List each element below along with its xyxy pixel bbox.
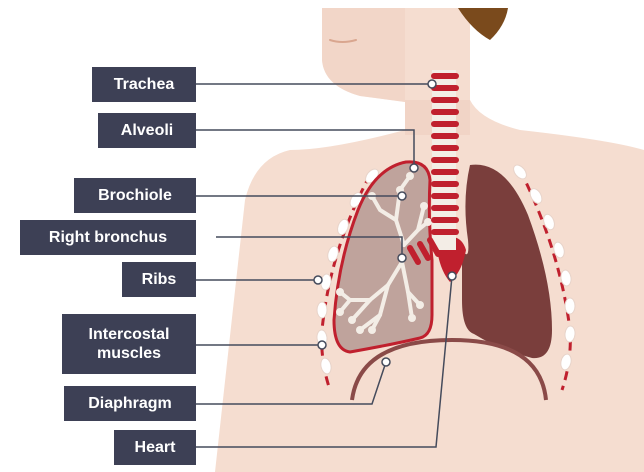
label-trachea-text: Trachea <box>114 75 174 94</box>
label-intercostal-muscles: Intercostal muscles <box>62 314 196 374</box>
label-diaphragm-text: Diaphragm <box>88 394 172 413</box>
label-heart: Heart <box>114 430 196 465</box>
label-right-bronchus: Right bronchus <box>20 220 196 255</box>
label-alveoli-text: Alveoli <box>121 121 173 140</box>
label-right-bronchus-text: Right bronchus <box>49 228 167 247</box>
label-ribs-text: Ribs <box>142 270 177 289</box>
label-intercostal-line1: Intercostal <box>89 325 170 344</box>
trachea <box>432 70 456 250</box>
label-bronchiole: Brochiole <box>74 178 196 213</box>
label-diaphragm: Diaphragm <box>64 386 196 421</box>
label-trachea: Trachea <box>92 67 196 102</box>
label-bronchiole-text: Brochiole <box>98 186 172 205</box>
label-alveoli: Alveoli <box>98 113 196 148</box>
label-heart-text: Heart <box>135 438 176 457</box>
label-ribs: Ribs <box>122 262 196 297</box>
label-intercostal-line2: muscles <box>97 344 161 363</box>
face-shade <box>322 8 405 102</box>
